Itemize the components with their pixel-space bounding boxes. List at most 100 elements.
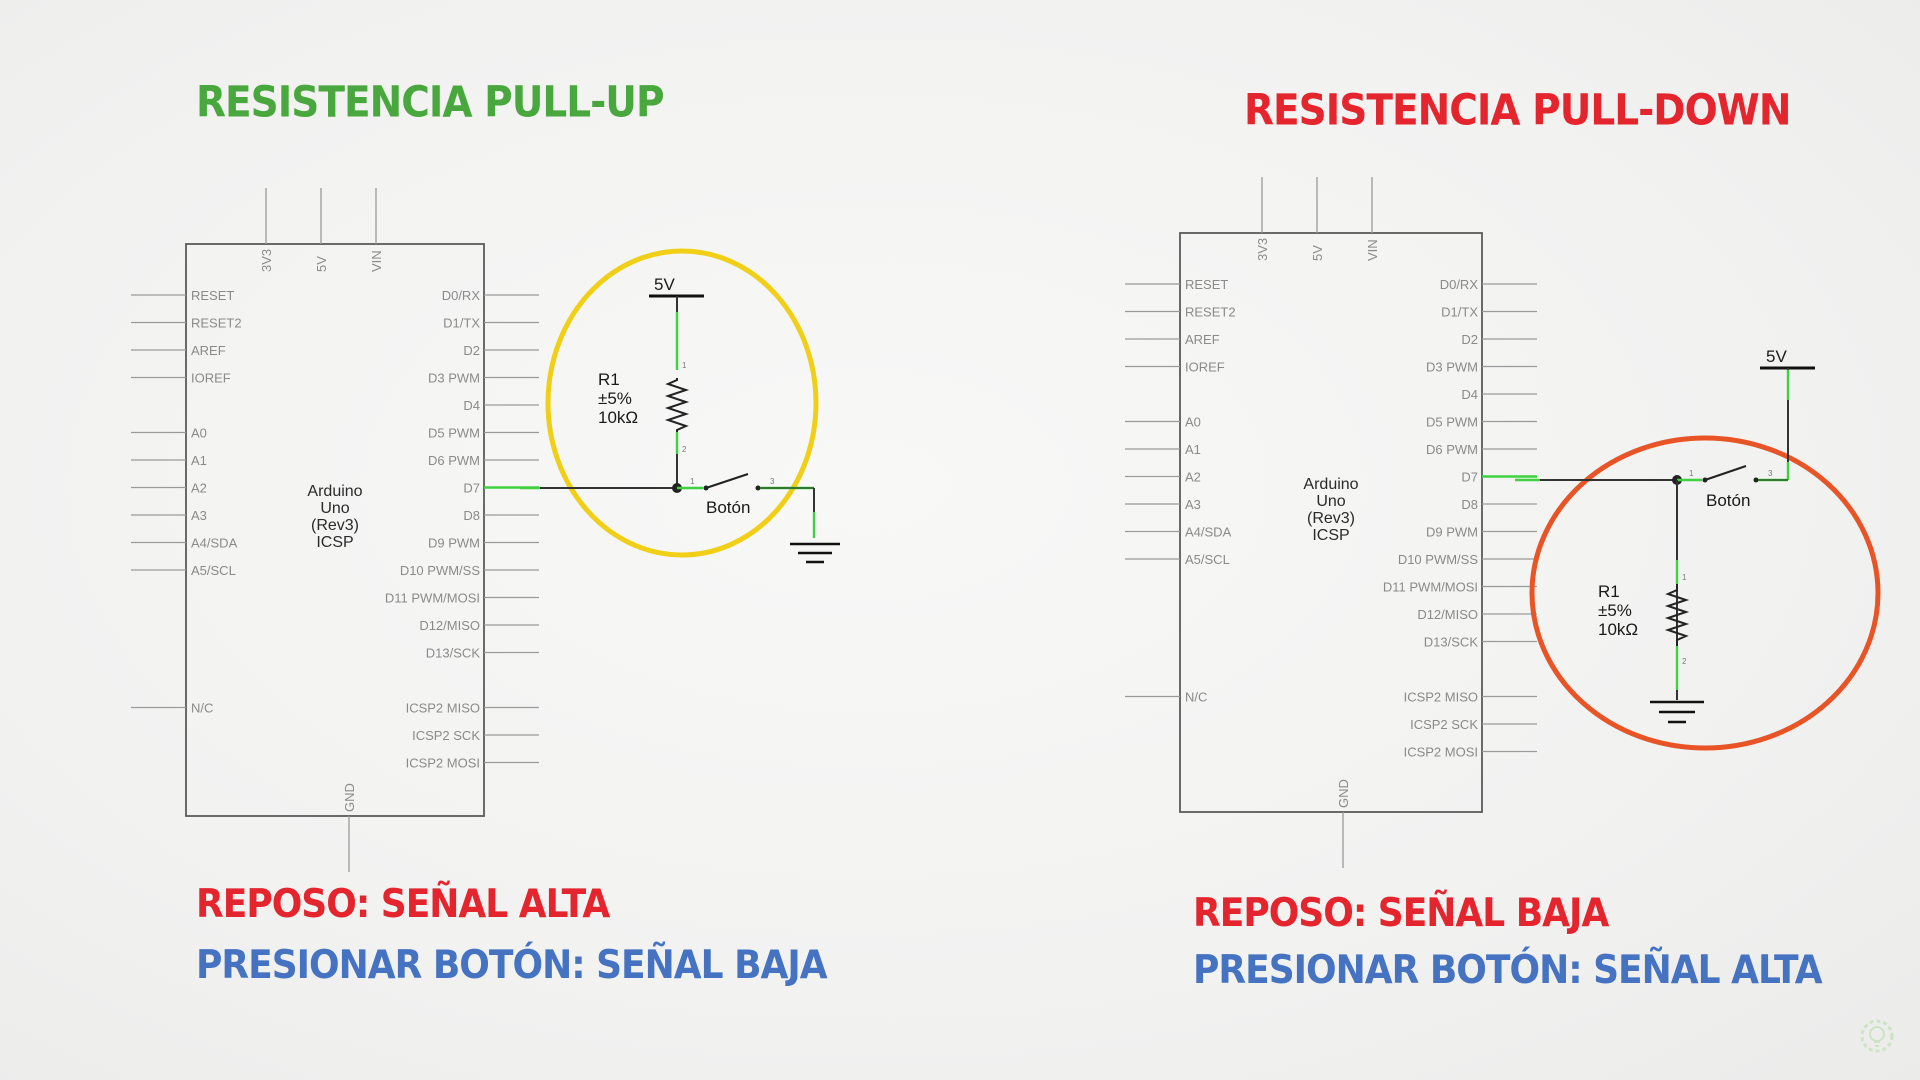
pull-up-circuit: 5V 1 2 R1 ±5% 10kΩ 1 3 Botón bbox=[520, 248, 840, 564]
pin-label: D4 bbox=[1461, 387, 1478, 402]
pull-up-rest-caption: REPOSO: SEÑAL ALTA bbox=[196, 882, 610, 928]
button-switch bbox=[1704, 465, 1747, 481]
pin-label: A3 bbox=[191, 508, 207, 523]
pin-label: A4/SDA bbox=[1185, 525, 1232, 540]
pin-label: D0/RX bbox=[1440, 277, 1479, 292]
board-outline bbox=[1179, 232, 1483, 813]
resistor-label-value: 10kΩ bbox=[1598, 620, 1638, 639]
svg-text:3: 3 bbox=[1768, 469, 1773, 478]
svg-text:3: 3 bbox=[770, 477, 775, 486]
pin-label: A1 bbox=[1185, 442, 1201, 457]
pin-label: N/C bbox=[1185, 690, 1207, 705]
button-label: Botón bbox=[1706, 491, 1750, 510]
pin-label: A5/SCL bbox=[1185, 552, 1230, 567]
pin-label: D3 PWM bbox=[1426, 360, 1478, 375]
pin-label: D1/TX bbox=[443, 316, 480, 331]
pin-label: D7 bbox=[463, 481, 480, 496]
pin-label: ICSP2 MISO bbox=[1404, 690, 1478, 705]
pin-label: RESET bbox=[1185, 277, 1228, 292]
resistor-label-name: R1 bbox=[598, 370, 620, 389]
svg-text:1: 1 bbox=[682, 361, 687, 370]
pin-label: N/C bbox=[191, 701, 213, 716]
resistor-label-tolerance: ±5% bbox=[598, 389, 632, 408]
svg-text:1: 1 bbox=[690, 477, 695, 486]
pin-label: ICSP2 MISO bbox=[406, 701, 480, 716]
pin-label: VIN bbox=[1365, 239, 1380, 261]
pin-label: GND bbox=[1336, 779, 1351, 808]
pin-label: A3 bbox=[1185, 497, 1201, 512]
pin-label: 5V bbox=[314, 256, 329, 272]
pin-label: D6 PWM bbox=[1426, 442, 1478, 457]
resistor-symbol bbox=[664, 378, 690, 432]
board-name-line: Uno bbox=[1316, 493, 1345, 510]
pin-label: D13/SCK bbox=[426, 646, 481, 661]
lightbulb-gear-icon bbox=[1860, 1019, 1894, 1053]
svg-text:1: 1 bbox=[1682, 573, 1687, 582]
button-switch bbox=[705, 473, 749, 489]
pin-label: D5 PWM bbox=[428, 426, 480, 441]
svg-text:2: 2 bbox=[682, 445, 687, 454]
pin-label: D7 bbox=[1461, 470, 1478, 485]
pin-label: A0 bbox=[1185, 415, 1201, 430]
pin-label: D9 PWM bbox=[1426, 525, 1478, 540]
pin-label: D0/RX bbox=[442, 288, 481, 303]
supply-label: 5V bbox=[1766, 347, 1787, 366]
pin-label: D12/MISO bbox=[419, 618, 480, 633]
pin-label: ICSP2 MOSI bbox=[406, 756, 480, 771]
pin-label: RESET2 bbox=[191, 316, 242, 331]
board-name-line: ICSP bbox=[316, 534, 353, 551]
pin-label: GND bbox=[342, 783, 357, 812]
pull-down-press-caption: PRESIONAR BOTÓN: SEÑAL ALTA bbox=[1193, 948, 1823, 994]
board-name-line: (Rev3) bbox=[311, 517, 359, 534]
svg-text:2: 2 bbox=[1682, 657, 1687, 666]
pin-label: D8 bbox=[463, 508, 480, 523]
pull-up-press-caption: PRESIONAR BOTÓN: SEÑAL BAJA bbox=[196, 943, 828, 989]
pin-label: D2 bbox=[463, 343, 480, 358]
supply-label: 5V bbox=[654, 275, 675, 294]
pin-label: IOREF bbox=[191, 371, 231, 386]
svg-text:1: 1 bbox=[1689, 469, 1694, 478]
pin-label: D2 bbox=[1461, 332, 1478, 347]
board-name-line: (Rev3) bbox=[1307, 510, 1355, 527]
pin-label: AREF bbox=[1185, 332, 1220, 347]
resistor-label-value: 10kΩ bbox=[598, 408, 638, 427]
pin-label: D4 bbox=[463, 398, 480, 413]
pin-label: A2 bbox=[191, 481, 207, 496]
pin-label: A2 bbox=[1185, 470, 1201, 485]
pin-label: RESET2 bbox=[1185, 305, 1236, 320]
board-name-line: Arduino bbox=[1303, 476, 1358, 493]
pin-label: D5 PWM bbox=[1426, 415, 1478, 430]
resistor-label-tolerance: ±5% bbox=[1598, 601, 1632, 620]
pin-label: D9 PWM bbox=[428, 536, 480, 551]
pin-label: A4/SDA bbox=[191, 536, 238, 551]
pin-label: 3V3 bbox=[259, 249, 274, 272]
pin-label: D11 PWM/MOSI bbox=[1383, 580, 1478, 595]
resistor-symbol bbox=[1664, 584, 1690, 646]
pin-label: ICSP2 SCK bbox=[1410, 717, 1478, 732]
pin-label: 3V3 bbox=[1255, 238, 1270, 261]
pin-label: IOREF bbox=[1185, 360, 1225, 375]
pin-label: D13/SCK bbox=[1424, 635, 1479, 650]
pin-label: D11 PWM/MOSI bbox=[385, 591, 480, 606]
pin-label: A0 bbox=[191, 426, 207, 441]
pull-up-highlight-circle bbox=[545, 248, 819, 558]
pin-label: D1/TX bbox=[1441, 305, 1478, 320]
button-label: Botón bbox=[706, 498, 750, 517]
pin-label: D12/MISO bbox=[1417, 607, 1478, 622]
pull-down-rest-caption: REPOSO: SEÑAL BAJA bbox=[1193, 891, 1609, 937]
pull-up-title: RESISTENCIA PULL-UP bbox=[196, 78, 665, 128]
pin-label: 5V bbox=[1310, 245, 1325, 261]
board-outline bbox=[185, 243, 485, 817]
pin-label: ICSP2 SCK bbox=[412, 728, 480, 743]
ground-symbol bbox=[790, 542, 840, 564]
pull-down-title: RESISTENCIA PULL-DOWN bbox=[1244, 86, 1791, 136]
pin-label: VIN bbox=[369, 250, 384, 272]
pin-label: D10 PWM/SS bbox=[400, 563, 481, 578]
board-name-line: ICSP bbox=[1312, 527, 1349, 544]
pin-label: D10 PWM/SS bbox=[1398, 552, 1479, 567]
pull-down-highlight-circle bbox=[1529, 435, 1881, 751]
board-name-line: Arduino bbox=[307, 483, 362, 500]
